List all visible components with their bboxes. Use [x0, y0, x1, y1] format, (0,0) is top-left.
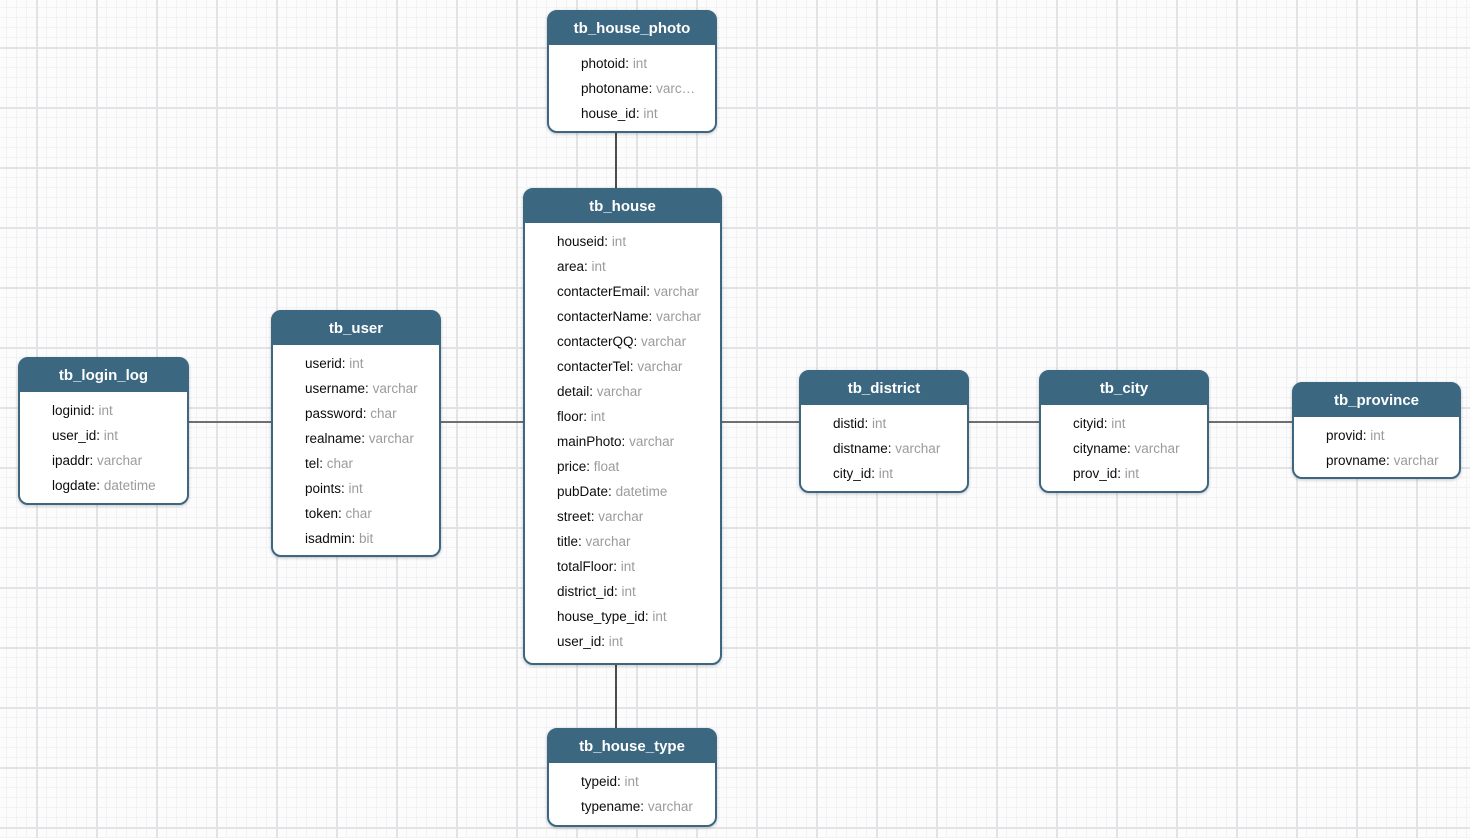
field-row: ipaddrvarchar — [52, 448, 179, 473]
table-header: tb_district — [801, 372, 967, 405]
field-row: distidint — [833, 411, 959, 436]
field-row: telchar — [305, 451, 431, 476]
field-row: providint — [1326, 423, 1451, 448]
field-row: user_idint — [557, 629, 712, 654]
table-header: tb_user — [273, 312, 439, 345]
field-row: photonamevarc… — [581, 76, 707, 101]
table-body: useridint usernamevarchar passwordchar r… — [273, 345, 439, 557]
field-row: prov_idint — [1073, 461, 1199, 486]
table-header: tb_house_type — [549, 730, 715, 763]
table-tb_city[interactable]: tb_city cityidint citynamevarchar prov_i… — [1039, 370, 1209, 493]
table-body: loginidint user_idint ipaddrvarchar logd… — [20, 392, 187, 504]
field-row: contacterEmailvarchar — [557, 279, 712, 304]
field-row: floorint — [557, 404, 712, 429]
field-row: isadminbit — [305, 526, 431, 551]
field-row: pointsint — [305, 476, 431, 501]
table-body: houseidint areaint contacterEmailvarchar… — [525, 223, 720, 660]
field-row: distnamevarchar — [833, 436, 959, 461]
field-row: usernamevarchar — [305, 376, 431, 401]
field-row: mainPhotovarchar — [557, 429, 712, 454]
connector-house-house_type[interactable] — [615, 663, 617, 730]
connector-house-district[interactable] — [720, 421, 801, 423]
field-row: citynamevarchar — [1073, 436, 1199, 461]
table-tb_login_log[interactable]: tb_login_log loginidint user_idint ipadd… — [18, 357, 189, 505]
field-row: city_idint — [833, 461, 959, 486]
connector-user-house[interactable] — [439, 421, 525, 423]
field-row: passwordchar — [305, 401, 431, 426]
table-tb_district[interactable]: tb_district distidint distnamevarchar ci… — [799, 370, 969, 493]
field-row: house_type_idint — [557, 604, 712, 629]
table-header: tb_house_photo — [549, 12, 715, 45]
table-header: tb_login_log — [20, 359, 187, 392]
field-row: typenamevarchar — [581, 794, 707, 819]
field-row: contacterNamevarchar — [557, 304, 712, 329]
field-row: detailvarchar — [557, 379, 712, 404]
table-body: providint provnamevarchar — [1294, 417, 1459, 479]
field-row: tokenchar — [305, 501, 431, 526]
table-header: tb_house — [525, 190, 720, 223]
field-row: useridint — [305, 351, 431, 376]
table-header: tb_province — [1294, 384, 1459, 417]
field-row: titlevarchar — [557, 529, 712, 554]
field-row: house_idint — [581, 101, 707, 126]
field-row: houseidint — [557, 229, 712, 254]
field-row: photoidint — [581, 51, 707, 76]
field-row: streetvarchar — [557, 504, 712, 529]
table-body: cityidint citynamevarchar prov_idint — [1041, 405, 1207, 492]
table-body: distidint distnamevarchar city_idint — [801, 405, 967, 492]
table-tb_house[interactable]: tb_house houseidint areaint contacterEma… — [523, 188, 722, 665]
field-row: areaint — [557, 254, 712, 279]
table-header: tb_city — [1041, 372, 1207, 405]
table-tb_house_photo[interactable]: tb_house_photo photoidint photonamevarc…… — [547, 10, 717, 133]
connector-district-city[interactable] — [967, 421, 1041, 423]
field-row: realnamevarchar — [305, 426, 431, 451]
table-body: typeidint typenamevarchar — [549, 763, 715, 825]
field-row: cityidint — [1073, 411, 1199, 436]
field-row: pricefloat — [557, 454, 712, 479]
connector-house_photo-house[interactable] — [615, 131, 617, 190]
table-tb_province[interactable]: tb_province providint provnamevarchar — [1292, 382, 1461, 479]
field-row: contacterQQvarchar — [557, 329, 712, 354]
field-row: district_idint — [557, 579, 712, 604]
field-row: totalFloorint — [557, 554, 712, 579]
table-body: photoidint photonamevarc… house_idint — [549, 45, 715, 132]
field-row: contacterTelvarchar — [557, 354, 712, 379]
table-tb_house_type[interactable]: tb_house_type typeidint typenamevarchar — [547, 728, 717, 827]
field-row: logdatedatetime — [52, 473, 179, 498]
connector-login_log-user[interactable] — [187, 421, 273, 423]
field-row: typeidint — [581, 769, 707, 794]
field-row: user_idint — [52, 423, 179, 448]
connector-city-province[interactable] — [1207, 421, 1294, 423]
table-tb_user[interactable]: tb_user useridint usernamevarchar passwo… — [271, 310, 441, 557]
field-row: pubDatedatetime — [557, 479, 712, 504]
field-row: provnamevarchar — [1326, 448, 1451, 473]
field-row: loginidint — [52, 398, 179, 423]
